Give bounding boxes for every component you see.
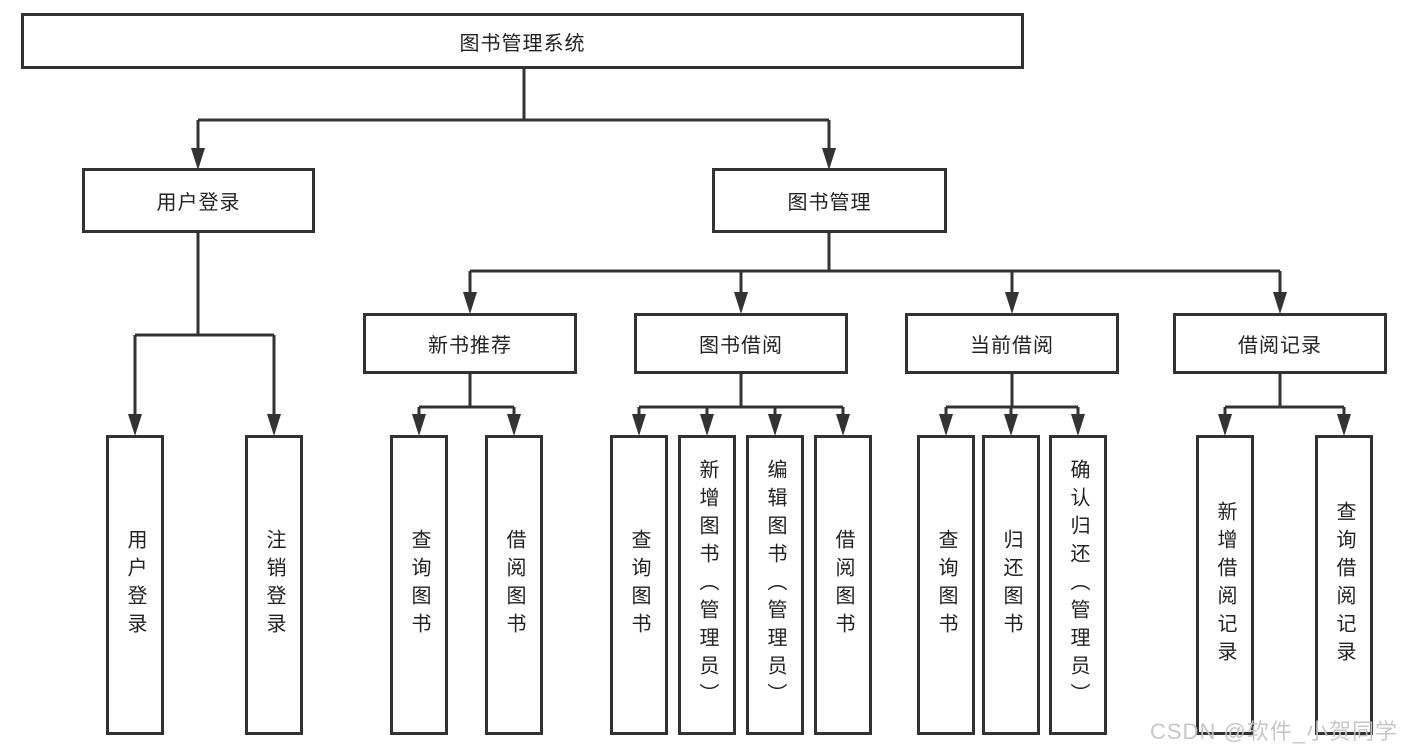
node-book-borrow: 图书借阅 [634, 313, 848, 374]
leaf-borrow-books-recommend: 借阅图书 [485, 435, 543, 735]
leaf-add-borrow-record: 新增借阅记录 [1196, 435, 1254, 735]
leaf-logout: 注销登录 [245, 435, 303, 735]
leaf-user-login: 用户登录 [106, 435, 164, 735]
leaf-query-books-recommend: 查询图书 [390, 435, 448, 735]
leaf-query-books-borrow: 查询图书 [610, 435, 668, 735]
leaf-confirm-return-admin: 确认归还（管理员） [1049, 435, 1107, 735]
node-new-book-recommend: 新书推荐 [363, 313, 577, 374]
leaf-add-book-admin: 新增图书（管理员） [678, 435, 736, 735]
leaf-edit-book-admin: 编辑图书（管理员） [746, 435, 804, 735]
csdn-watermark: CSDN @软件_小贺同学 [1150, 719, 1399, 744]
leaf-query-books-current: 查询图书 [917, 435, 975, 735]
leaf-query-borrow-record: 查询借阅记录 [1315, 435, 1373, 735]
node-user-login: 用户登录 [82, 168, 315, 233]
node-current-borrow: 当前借阅 [905, 313, 1119, 374]
leaf-return-books: 归还图书 [982, 435, 1040, 735]
node-book-management: 图书管理 [712, 168, 947, 233]
leaf-borrow-books: 借阅图书 [814, 435, 872, 735]
node-root: 图书管理系统 [21, 13, 1024, 69]
node-borrow-records: 借阅记录 [1173, 313, 1387, 374]
